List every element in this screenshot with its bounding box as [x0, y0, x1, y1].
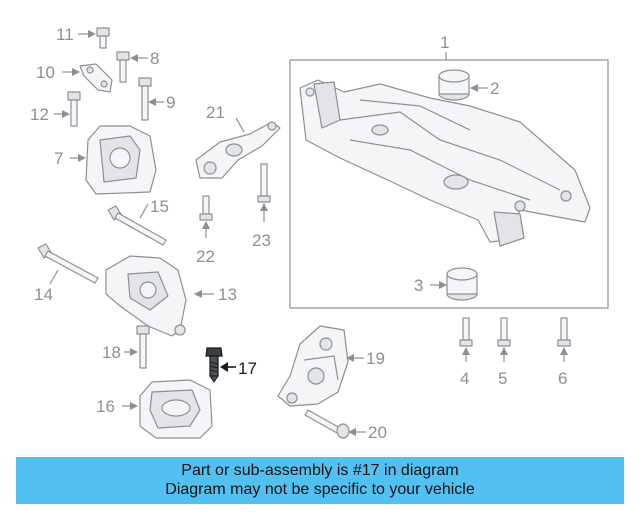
callout-12: 12 — [30, 105, 49, 124]
bolt-15 — [107, 205, 167, 246]
callout-15: 15 — [150, 197, 169, 216]
subframe-part — [299, 79, 591, 243]
bolt-5 — [497, 317, 511, 362]
callout-19: 19 — [366, 349, 385, 368]
callout-21: 21 — [206, 103, 225, 122]
banner-line-2: Diagram may not be specific to your vehi… — [165, 481, 475, 498]
mount-16 — [139, 379, 213, 439]
callout-17: 17 — [238, 359, 257, 378]
callout-7: 7 — [54, 149, 63, 168]
mount-13 — [105, 255, 187, 337]
callout-11: 11 — [56, 25, 74, 44]
info-banner: Part or sub-assembly is #17 in diagram D… — [16, 457, 624, 504]
mount-7 — [85, 125, 157, 195]
bushing-2 — [438, 69, 470, 101]
subframe-box — [289, 59, 609, 309]
bolt-14 — [37, 243, 99, 284]
link-21 — [195, 121, 281, 179]
callout-5: 5 — [498, 369, 507, 388]
callout-3: 3 — [414, 276, 423, 295]
callout-23: 23 — [252, 231, 271, 250]
bolt-18 — [136, 325, 150, 369]
bolt-8 — [116, 51, 130, 83]
bracket-19 — [277, 325, 349, 407]
bolt-12 — [67, 91, 81, 127]
bolt-11 — [96, 27, 110, 49]
callout-1: 1 — [440, 33, 449, 52]
bolt-17 — [205, 347, 223, 383]
callout-6: 6 — [558, 369, 567, 388]
bolt-6 — [557, 317, 571, 362]
subframe-group: 1 2 3 — [289, 33, 609, 309]
bushing-3 — [446, 267, 478, 301]
callout-9: 9 — [166, 93, 175, 112]
bolt-23 — [257, 163, 271, 222]
callout-20: 20 — [368, 423, 387, 442]
callout-18: 18 — [102, 343, 121, 362]
callout-2: 2 — [490, 79, 499, 98]
callout-14: 14 — [34, 285, 53, 304]
bolt-20 — [304, 409, 350, 439]
callout-8: 8 — [150, 49, 159, 68]
callout-16: 16 — [96, 397, 115, 416]
bolt-22 — [199, 195, 213, 238]
callout-13: 13 — [218, 285, 237, 304]
callout-22: 22 — [196, 247, 215, 266]
bracket-10 — [79, 63, 113, 93]
callout-10: 10 — [36, 63, 55, 82]
callout-4: 4 — [460, 369, 469, 388]
banner-line-1: Part or sub-assembly is #17 in diagram — [181, 462, 459, 479]
bolt-4 — [459, 317, 473, 362]
bolt-9 — [138, 77, 152, 121]
